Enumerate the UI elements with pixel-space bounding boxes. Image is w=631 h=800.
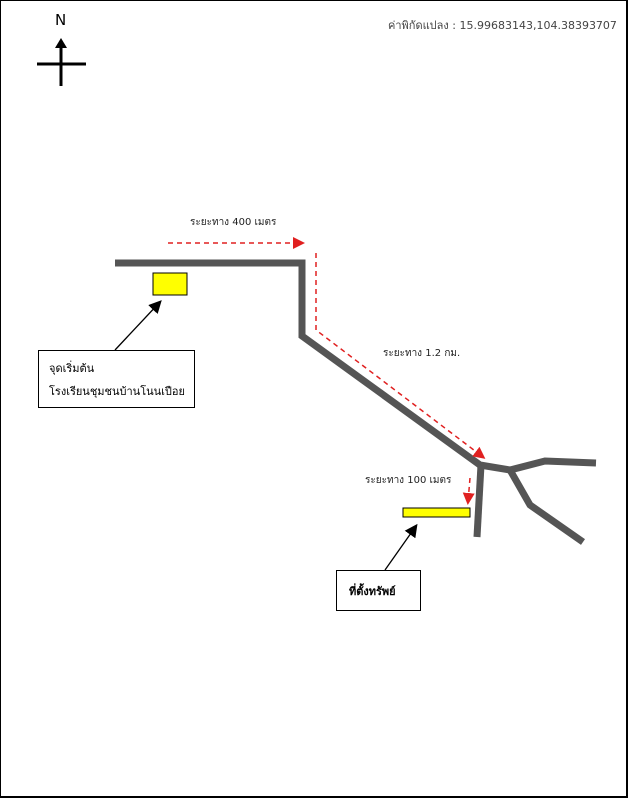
destination-marker <box>402 507 471 518</box>
branch-road-south <box>473 464 485 538</box>
start-name: โรงเรียนชุมชนบ้านโนนเปือย <box>49 385 185 398</box>
distance-label-3: ระยะทาง 100 เมตร <box>365 475 452 486</box>
route-arrow-3 <box>462 477 475 505</box>
start-pointer-arrow <box>114 300 162 351</box>
start-marker <box>152 272 188 296</box>
start-title: จุดเริ่มต้น <box>49 362 95 375</box>
compass-icon <box>37 38 86 86</box>
distance-label-1: ระยะทาง 400 เมตร <box>190 217 277 228</box>
distance-label-2: ระยะทาง 1.2 กม. <box>383 348 461 359</box>
destination-label: ที่ตั้งทรัพย์ <box>349 585 396 598</box>
roads <box>115 259 597 545</box>
compass-label: N <box>55 11 67 29</box>
destination-callout: ที่ตั้งทรัพย์ <box>336 570 421 611</box>
destination-pointer-arrow <box>384 523 418 571</box>
branch-road-southeast <box>506 468 586 545</box>
start-callout: จุดเริ่มต้น โรงเรียนชุมชนบ้านโนนเปือย <box>38 350 195 408</box>
coordinates-text: ค่าพิกัดแปลง : 15.99683143,104.38393707 <box>388 19 617 32</box>
route-arrow-2 <box>315 253 486 459</box>
